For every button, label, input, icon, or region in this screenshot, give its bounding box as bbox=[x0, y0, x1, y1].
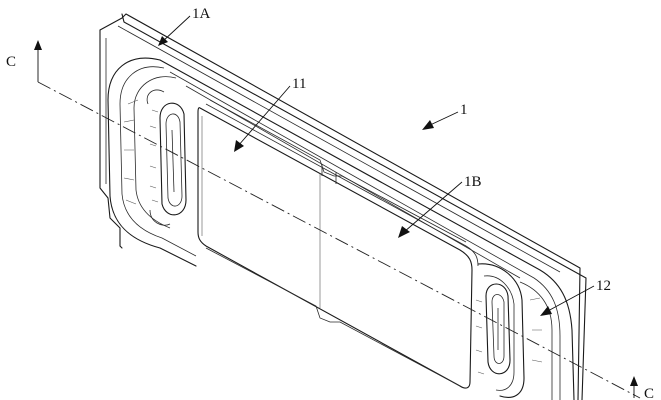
label-11: 11 bbox=[292, 76, 306, 92]
right-boss-region bbox=[475, 263, 553, 400]
label-1: 1 bbox=[460, 102, 468, 118]
label-section-c-bottom: C bbox=[644, 386, 654, 400]
outer-plate bbox=[99, 13, 587, 400]
section-line-c bbox=[34, 40, 641, 399]
leader-lines bbox=[158, 15, 595, 316]
label-1a: 1A bbox=[192, 6, 211, 22]
label-section-c-top: C bbox=[6, 54, 16, 70]
label-12: 12 bbox=[596, 278, 611, 294]
label-1b: 1B bbox=[464, 174, 482, 190]
